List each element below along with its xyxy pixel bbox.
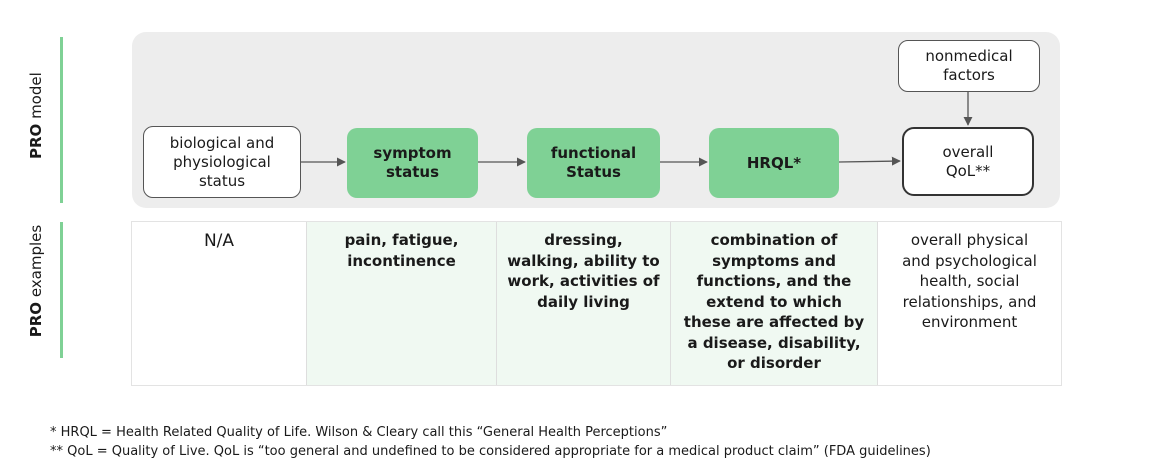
nonmedical-factors-text: nonmedical factors bbox=[925, 47, 1013, 84]
hrql-box: HRQL* bbox=[709, 128, 839, 198]
example-text-biological: N/A bbox=[203, 231, 235, 251]
example-cell-overall: overall physical and psychological healt… bbox=[878, 222, 1061, 385]
cell-divider bbox=[496, 222, 497, 385]
example-text-hrql: combination of symptoms and functions, a… bbox=[683, 231, 865, 372]
example-cell-symptom: pain, fatigue, incontinence bbox=[307, 222, 496, 385]
example-text-overall: overall physical and psychological healt… bbox=[902, 231, 1037, 331]
example-cell-functional: dressing, walking, ability to work, acti… bbox=[497, 222, 670, 385]
arrow-hrql-to-overall bbox=[838, 156, 901, 166]
example-text-functional: dressing, walking, ability to work, acti… bbox=[507, 231, 660, 311]
pro-examples-table: N/A pain, fatigue, incontinence dressing… bbox=[131, 221, 1062, 386]
overall-qol-text: overall QoL** bbox=[942, 142, 994, 180]
functional-status-text: functional Status bbox=[550, 144, 637, 181]
hrql-text: HRQL* bbox=[746, 153, 802, 172]
cell-divider bbox=[670, 222, 671, 385]
nonmedical-factors-box: nonmedical factors bbox=[898, 40, 1040, 92]
pro-model-accent-bar bbox=[60, 37, 63, 203]
footnote-qol: ** QoL = Quality of Live. QoL is “too ge… bbox=[50, 444, 931, 459]
biological-status-box: biological and physiological status bbox=[143, 126, 301, 198]
functional-status-box: functional Status bbox=[527, 128, 660, 198]
symptom-status-text: symptom status bbox=[373, 144, 452, 181]
example-cell-biological: N/A bbox=[132, 222, 306, 385]
pro-examples-accent-bar bbox=[60, 222, 63, 358]
cell-divider bbox=[306, 222, 307, 385]
biological-status-text: biological and physiological status bbox=[169, 133, 275, 190]
example-text-symptom: pain, fatigue, incontinence bbox=[344, 231, 459, 270]
overall-qol-box: overall QoL** bbox=[902, 127, 1034, 196]
example-cell-hrql: combination of symptoms and functions, a… bbox=[671, 222, 877, 385]
footnote-hrql: * HRQL = Health Related Quality of Life.… bbox=[50, 425, 668, 440]
symptom-status-box: symptom status bbox=[347, 128, 478, 198]
cell-divider bbox=[877, 222, 878, 385]
